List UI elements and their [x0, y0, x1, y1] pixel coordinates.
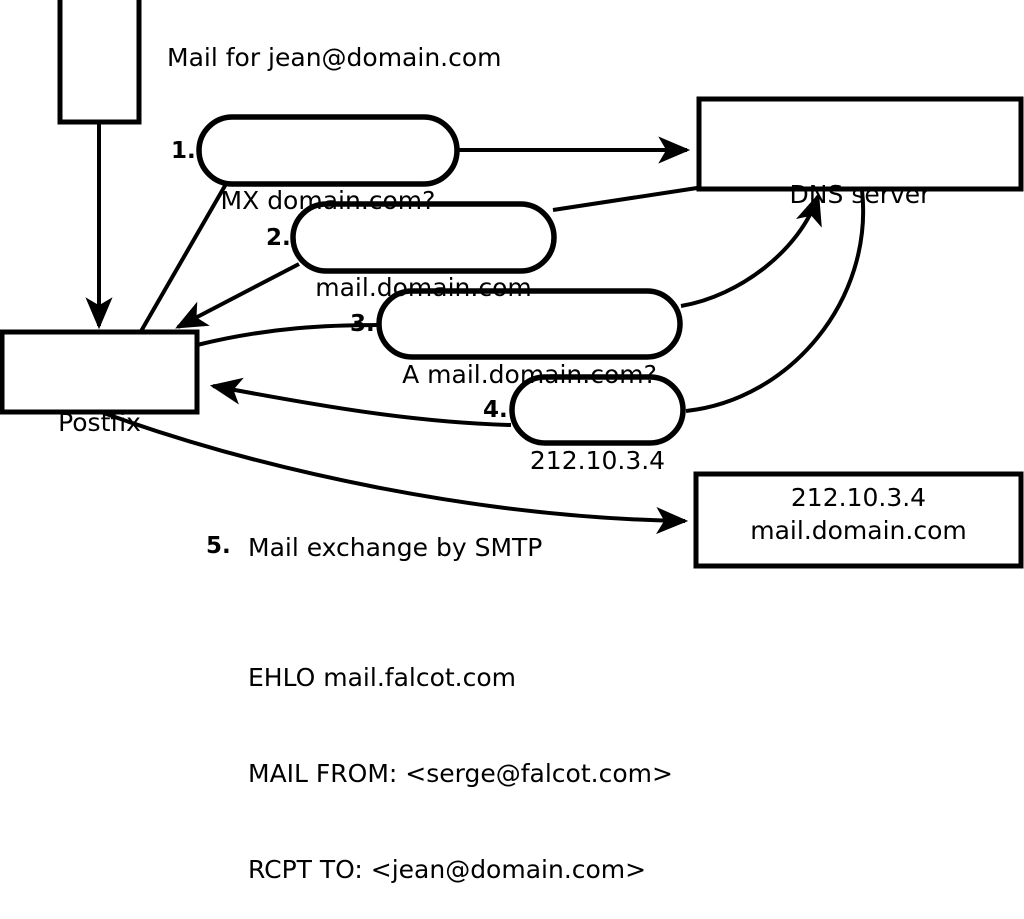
- mail-server-line2: mail.domain.com: [750, 516, 967, 545]
- connector-step1-tail: [138, 183, 228, 334]
- connector-step4-to-postfix: [209, 377, 512, 427]
- step-number-2: 2.: [266, 225, 291, 251]
- postfix-box[interactable]: [0, 329, 200, 415]
- bubble-step3[interactable]: [376, 288, 683, 360]
- dns-server-box[interactable]: [696, 96, 1024, 192]
- mail-server-box[interactable]: [693, 471, 1024, 569]
- step-number-3: 3.: [350, 311, 375, 337]
- bubble-step4-label: 212.10.3.4: [512, 377, 683, 473]
- bubble-step1-text: MX domain.com?: [220, 186, 436, 215]
- dns-server-box-label: DNS server: [699, 99, 1021, 207]
- smtp-transcript: EHLO mail.falcot.com MAIL FROM: <serge@f…: [248, 598, 673, 919]
- connector-step5-to-mailserver: [100, 410, 689, 535]
- connector-step2-to-postfix: [175, 262, 300, 329]
- bubble-step1[interactable]: [196, 114, 460, 187]
- postfix-box-label: Postfix: [2, 332, 197, 435]
- mail-server-line1: 212.10.3.4: [790, 483, 927, 512]
- bubble-step4[interactable]: [509, 374, 686, 446]
- connector-step2-from-dns: [552, 186, 698, 212]
- connector-step4-from-dns: [685, 189, 866, 413]
- dns-server-label-text: DNS server: [789, 179, 931, 209]
- bubble-step4-text: 212.10.3.4: [529, 445, 666, 475]
- bubble-step3-text: A mail.domain.com?: [402, 359, 657, 389]
- connector-step3-from-postfix: [196, 323, 380, 347]
- bubble-step2-text: mail.domain.com: [315, 273, 532, 302]
- smtp-line-1: EHLO mail.falcot.com: [248, 663, 517, 692]
- smtp-line-2: MAIL FROM: <serge@falcot.com>: [248, 759, 673, 788]
- bubble-step3-label: A mail.domain.com?: [379, 291, 680, 387]
- bubble-step2-label: mail.domain.com: [293, 204, 554, 300]
- bubble-step1-label: MX domain.com?: [199, 117, 457, 213]
- smtp-line-3: RCPT TO: <jean@domain.com>: [248, 855, 647, 884]
- step5-caption: Mail exchange by SMTP: [248, 533, 543, 562]
- step-number-5: 5.: [206, 533, 231, 559]
- sender-box[interactable]: [57, 0, 142, 125]
- postfix-label-text: Postfix: [58, 407, 141, 437]
- connector-step3-to-dns: [680, 192, 822, 308]
- bubble-step2[interactable]: [290, 201, 557, 274]
- page-title: Mail for jean@domain.com: [167, 43, 502, 72]
- step-number-4: 4.: [483, 397, 508, 423]
- step-number-1: 1.: [171, 138, 196, 164]
